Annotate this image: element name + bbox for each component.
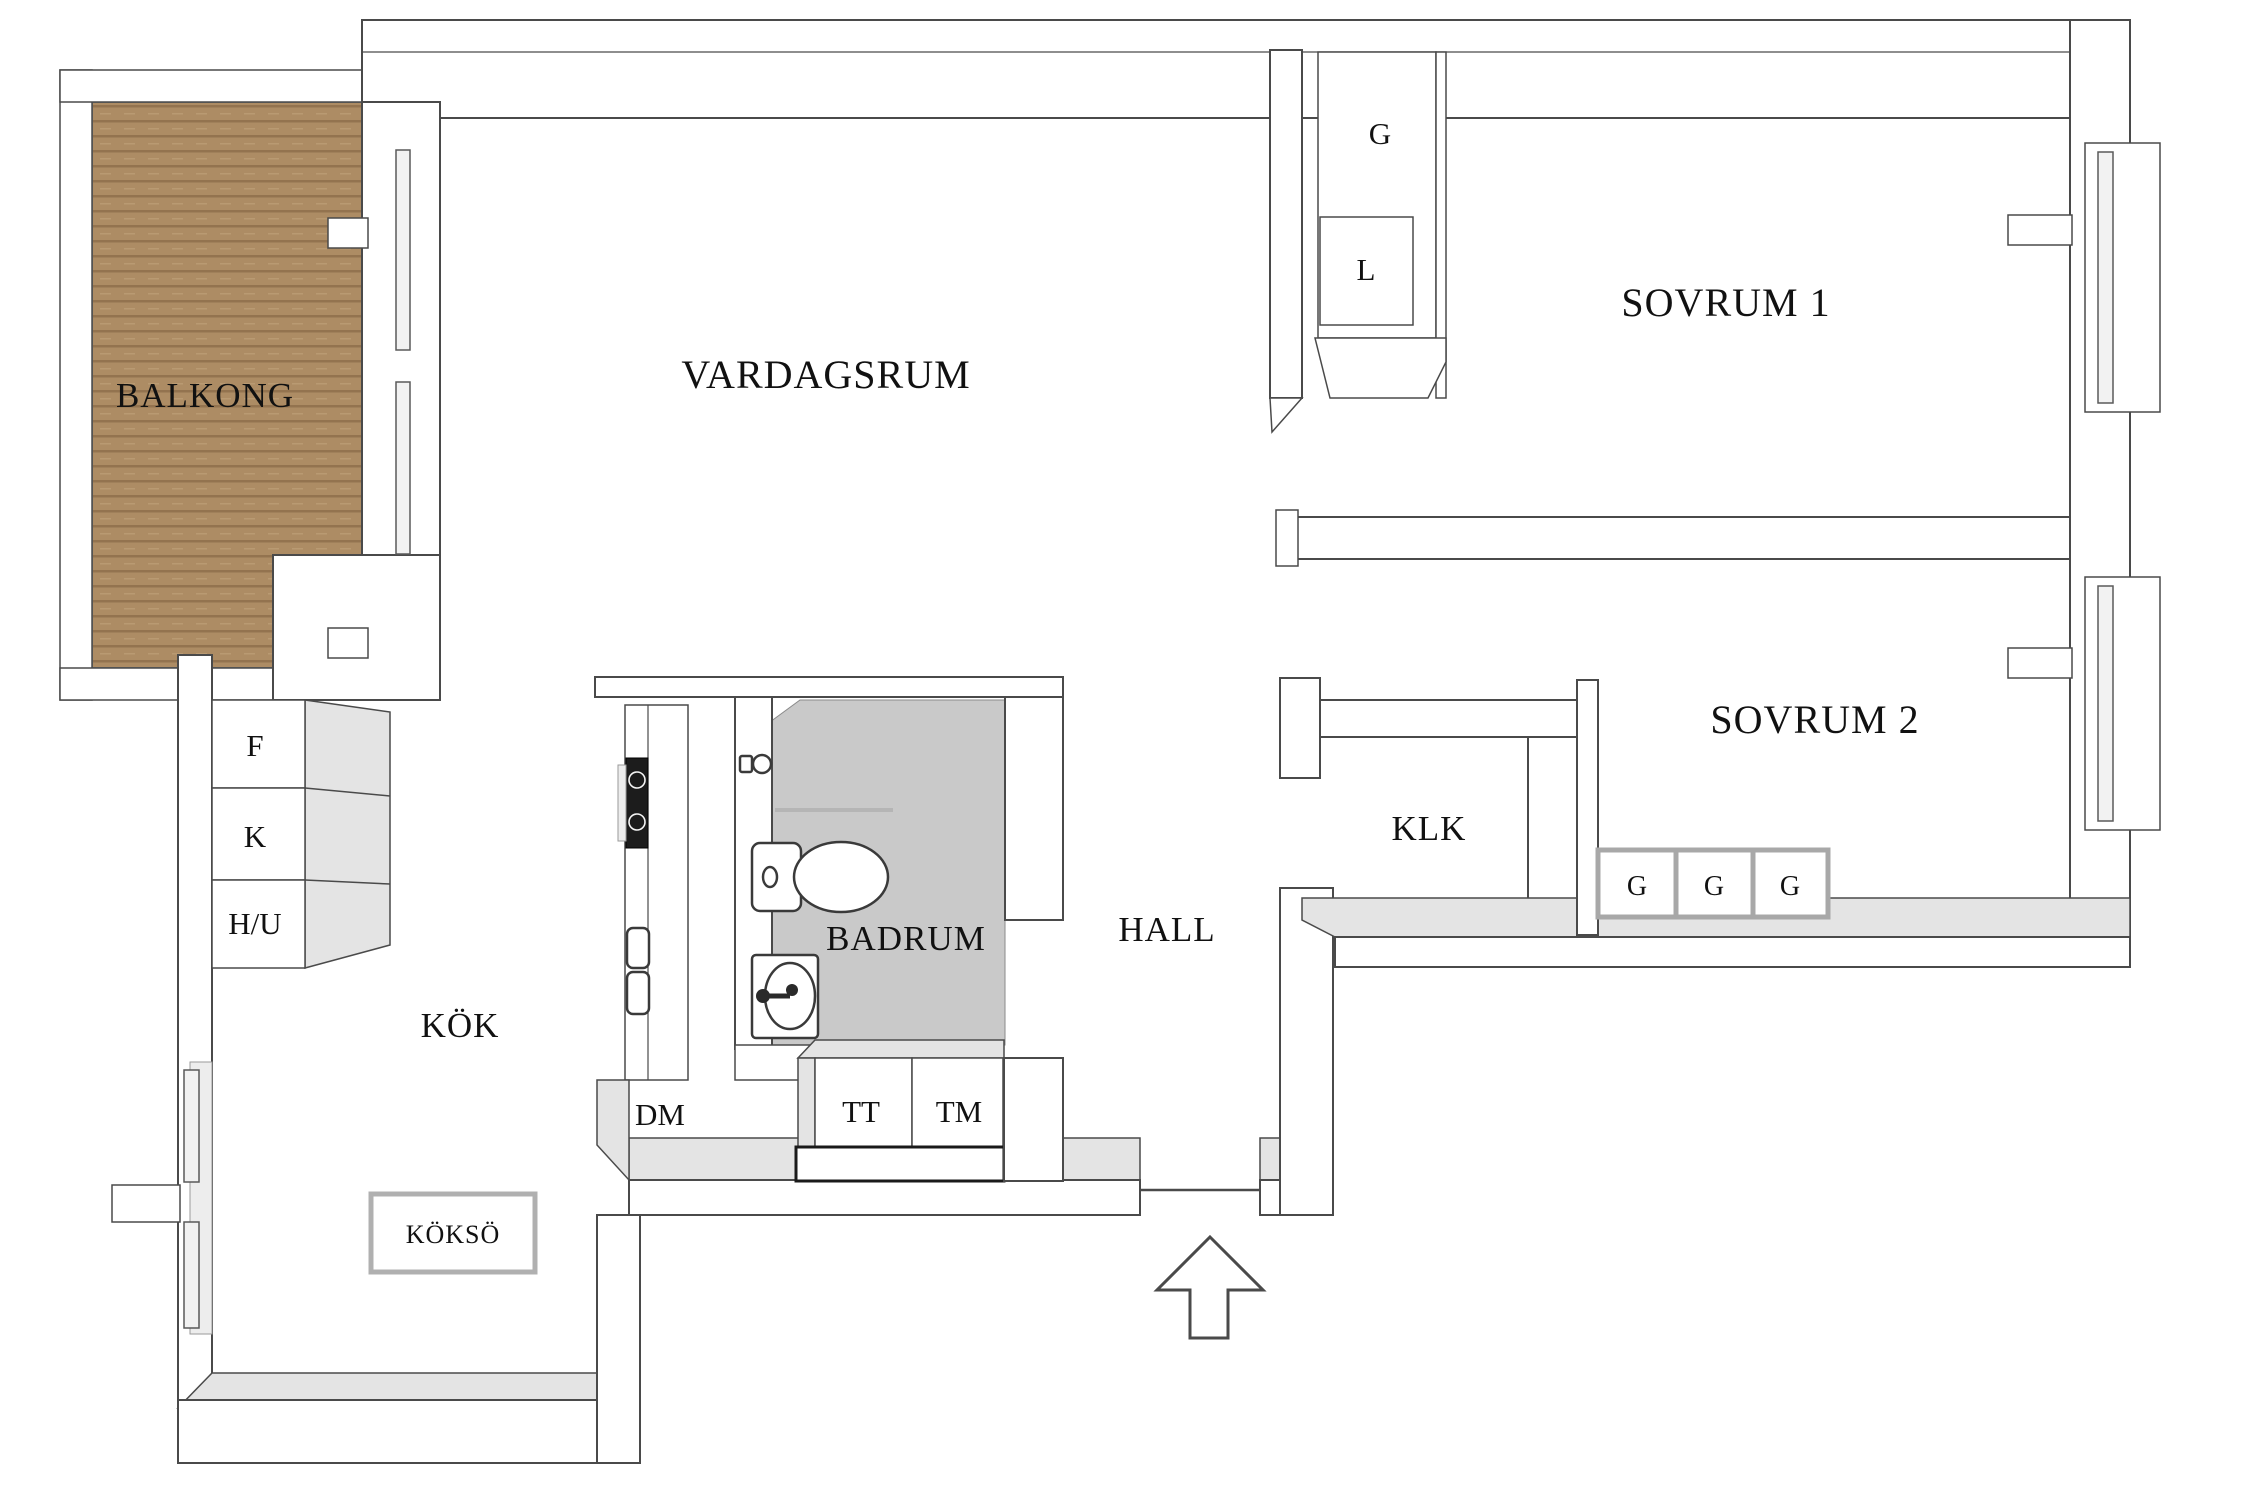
- hall-bottom-wall: [628, 1179, 1141, 1216]
- counter-end-wedge: [596, 1079, 630, 1182]
- hall-right-wall: [1279, 887, 1334, 1216]
- bathroom-top-wall: [594, 676, 1064, 698]
- laundry-top-face: [796, 1039, 1005, 1059]
- dishwasher-label: DM: [635, 1097, 685, 1132]
- sovrum2-west-wall: [1576, 679, 1599, 936]
- bedroom2-label: SOVRUM 2: [1710, 697, 1919, 742]
- window-glass-sovrum1: [2097, 151, 2114, 404]
- kitchen-label: KÖK: [421, 1006, 500, 1045]
- cabinet-hu-box: [211, 879, 306, 969]
- sovrum2-south-wall: [1334, 936, 2131, 968]
- wardrobe-row: G G G: [1595, 847, 1831, 920]
- washer-label: TM: [936, 1094, 983, 1129]
- window-glass-sovrum2: [2097, 585, 2114, 822]
- cabinet-hu-label: H/U: [228, 906, 281, 941]
- wardrobe-row-label-3: G: [1780, 871, 1800, 902]
- burner-2: [628, 813, 646, 831]
- balcony-window-sill-lower: [327, 627, 369, 659]
- laundry-nook: TT TM: [794, 1039, 1064, 1183]
- kitchen-counter: DM: [596, 704, 689, 1182]
- balcony-label: BALKONG: [116, 376, 294, 415]
- entrance-arrow-icon: [1153, 1234, 1267, 1340]
- burner-1: [628, 771, 646, 789]
- hall-upper-wall: [1279, 677, 1321, 779]
- kitchen-sink-icon-2: [625, 970, 651, 1016]
- hall-closet: G L: [1269, 49, 1447, 434]
- cabinet-k-box: [211, 787, 306, 881]
- dryer-label: TT: [842, 1094, 880, 1129]
- wardrobe-box-3: [1750, 847, 1831, 920]
- cabinet-f-box: [211, 699, 306, 789]
- cabinet-k-label: K: [244, 819, 267, 854]
- bedroom-divider-wall: [1282, 516, 2071, 560]
- balcony: BALKONG: [59, 69, 386, 701]
- klk-label: KLK: [1392, 809, 1467, 848]
- balcony-rail-top: [59, 69, 386, 103]
- wall-hook-knob: [751, 753, 773, 775]
- bathroom: BADRUM: [734, 696, 1064, 1081]
- island-label: KÖKSÖ: [406, 1220, 501, 1249]
- bedroom-windows: [2007, 142, 2161, 831]
- kitchen-tall-cabinets: F K H/U: [211, 699, 391, 969]
- balcony-rail-bottom: [59, 667, 274, 701]
- closet-partition-wall: [1269, 49, 1303, 399]
- window-bay-sovrum1: [2084, 142, 2161, 413]
- sink-faucet-handle: [756, 989, 770, 1003]
- washer-box: [911, 1057, 1004, 1148]
- wardrobe-g-label: G: [1369, 116, 1391, 151]
- bathroom-label: BADRUM: [826, 919, 986, 958]
- window-sill-sovrum2: [2007, 647, 2073, 679]
- island-box: [368, 1191, 538, 1275]
- kitchen-window-lower: [183, 1221, 200, 1329]
- livingroom-label: VARDAGSRUM: [681, 352, 970, 397]
- wardrobe-row-label-2: G: [1704, 871, 1724, 902]
- closet-right-wall: [1435, 51, 1447, 399]
- window-sill-sovrum1: [2007, 214, 2073, 246]
- laundry-right-stub: [1003, 1057, 1064, 1182]
- closet-partition-wedge: [1269, 397, 1304, 434]
- toilet-bowl: [792, 840, 890, 914]
- cabinet-f-label: F: [246, 728, 263, 763]
- klk-east-wall: [1527, 736, 1578, 918]
- hall-label: HALL: [1118, 910, 1215, 949]
- stove-knob-strip: [617, 764, 627, 842]
- balcony-window-lower: [395, 381, 411, 555]
- west-corner-block: [272, 554, 441, 701]
- top-wall: [361, 19, 2131, 119]
- cabinet-side-line-1: [304, 787, 391, 797]
- sink-drain: [786, 984, 798, 996]
- kitchen-island: KÖKSÖ: [368, 1191, 538, 1275]
- laundry-left-strip: [797, 1057, 816, 1148]
- wall-hook-icon: [738, 754, 754, 774]
- balcony-window-upper: [395, 149, 411, 351]
- closet-front-face: [1314, 337, 1447, 399]
- kitchen-sink-icon: [625, 926, 651, 970]
- kitchen-step-wall: [596, 1214, 641, 1464]
- laundry-plinth: [794, 1145, 1006, 1183]
- window-bay-sovrum2: [2084, 576, 2161, 831]
- linen-l-label: L: [1357, 252, 1376, 287]
- klk-north-wall: [1319, 699, 1578, 738]
- bathroom-east-wall: [1004, 696, 1064, 921]
- balcony-rail-left: [59, 69, 93, 701]
- kitchen-bottom-wall: [177, 1399, 641, 1464]
- bedroom-divider-end-cap: [1275, 509, 1299, 567]
- toilet-flush: [761, 865, 779, 889]
- kitchen-window-sill: [111, 1184, 181, 1223]
- linen-l-box: [1319, 216, 1414, 326]
- wardrobe-box-2: [1673, 847, 1756, 920]
- balcony-window-sill-upper: [327, 217, 369, 249]
- bedroom1-label: SOVRUM 1: [1621, 280, 1830, 325]
- kitchen-window-upper: [183, 1069, 200, 1183]
- cabinet-side-panel: [304, 699, 391, 969]
- cabinet-side-line-2: [304, 879, 391, 885]
- wardrobe-row-label-1: G: [1627, 871, 1647, 902]
